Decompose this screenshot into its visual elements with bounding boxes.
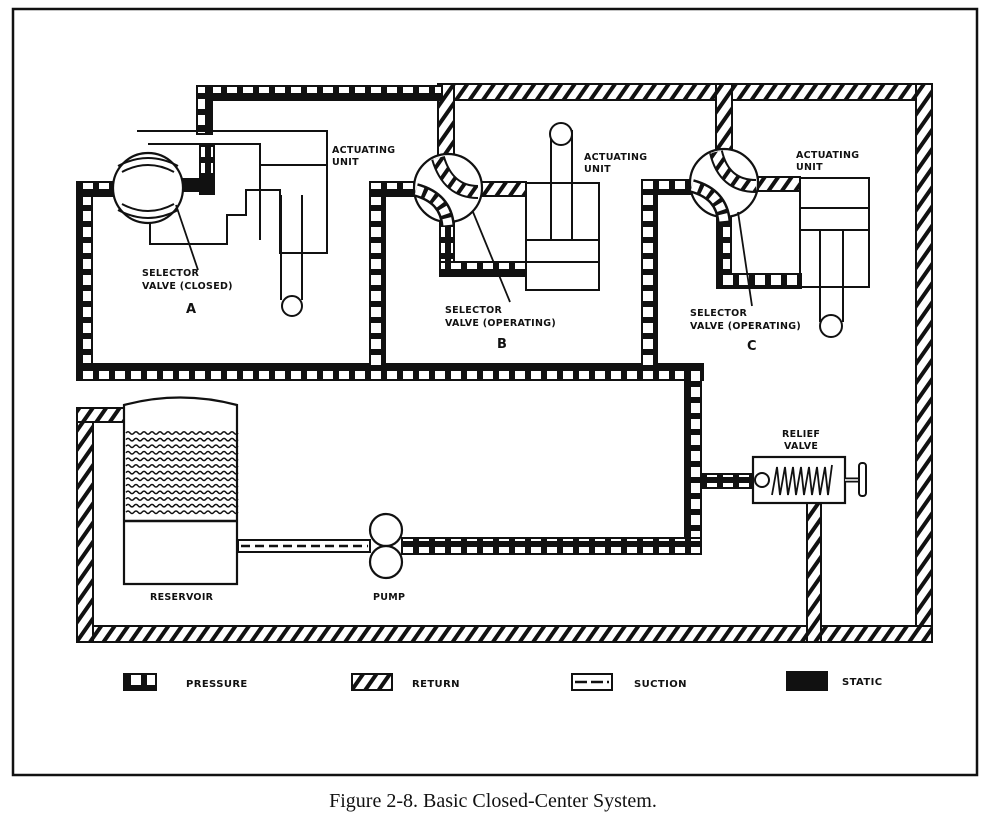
actuating-unit-c-label-2: UNIT — [796, 162, 823, 173]
selector-valve-a-label-1: SELECTOR — [142, 268, 200, 279]
actuating-unit-c-label-1: ACTUATING — [796, 150, 859, 161]
pressure-line-b-actuator-bottom — [439, 261, 527, 277]
actuating-unit-c-rod — [819, 230, 844, 322]
actuating-unit-b-body — [525, 182, 600, 291]
pressure-line-b-riser — [369, 181, 386, 381]
suction-line — [237, 539, 371, 553]
legend-label-pressure: PRESSURE — [186, 679, 248, 690]
pressure-line-a-inlet — [76, 181, 116, 197]
pump-label: PUMP — [373, 592, 405, 603]
pressure-line-pump-riser — [684, 363, 702, 555]
actuating-unit-b-rod — [550, 130, 573, 240]
relief-valve[interactable]: RELIEF VALVE — [751, 429, 867, 505]
pump[interactable]: PUMP — [368, 512, 405, 603]
fluid-wave-line — [125, 450, 239, 455]
pressure-line-main — [76, 363, 704, 381]
relief-valve-label-2: VALVE — [784, 441, 818, 452]
pressure-line-b-inlet — [369, 181, 417, 197]
pressure-line-a-drop — [196, 85, 213, 135]
return-line-left — [76, 407, 94, 643]
fluid-wave-line — [125, 444, 239, 449]
actuating-unit-c-body — [799, 177, 870, 288]
relief-valve-spring — [771, 464, 833, 496]
legend-item-static: STATIC — [786, 671, 883, 691]
unit-c: ACTUATING UNIT SELECTOR VALVE (OPERATING… — [688, 147, 870, 354]
return-line-reservoir-inlet — [76, 407, 128, 423]
unit-c-letter: C — [747, 339, 757, 354]
selector-valve-a-label-2: VALVE (CLOSED) — [142, 281, 233, 292]
relief-valve-ball — [754, 472, 770, 488]
legend-item-return: RETURN — [351, 673, 460, 691]
selector-valve-a[interactable] — [111, 151, 185, 225]
actuating-unit-a-piston — [281, 295, 303, 317]
fluid-wave-line — [125, 510, 239, 515]
fluid-wave-line — [125, 464, 239, 468]
unit-a: ACTUATING UNIT SELECTOR VALVE (CLOSED) A — [111, 130, 395, 317]
return-line-c-actuator — [757, 176, 801, 192]
legend-item-suction: SUCTION — [571, 673, 687, 691]
return-line-b-actuator — [479, 181, 527, 197]
reservoir-tank — [122, 396, 239, 586]
actuating-unit-a-body — [137, 130, 328, 254]
return-line-top — [437, 83, 933, 101]
fluid-wave-line — [125, 503, 239, 508]
legend-label-suction: SUCTION — [634, 679, 687, 690]
pump-gear-upper — [368, 512, 404, 548]
actuating-unit-b-label-1: ACTUATING — [584, 152, 647, 163]
pump-gear-lower — [368, 544, 404, 580]
unit-b-letter: B — [497, 337, 507, 352]
legend: PRESSURE RETURN SUCTION STATIC — [123, 671, 883, 691]
fluid-wave-line — [125, 483, 239, 488]
actuating-unit-a-rod — [280, 195, 303, 300]
legend-label-return: RETURN — [412, 679, 460, 690]
return-line-bottom — [76, 625, 933, 643]
return-line-relief-drain — [806, 502, 822, 643]
actuating-unit-b-piston — [549, 122, 573, 146]
reservoir-fluid-waves — [125, 431, 239, 515]
pressure-line-left — [76, 181, 93, 381]
fluid-wave-line — [125, 490, 239, 495]
relief-valve-label-1: RELIEF — [782, 429, 820, 440]
reservoir-label: RESERVOIR — [150, 592, 214, 603]
fluid-wave-line — [125, 470, 239, 475]
unit-a-letter: A — [186, 302, 196, 317]
pressure-line-relief — [700, 473, 758, 489]
pressure-line-pump-outlet — [401, 537, 702, 555]
legend-swatch-return — [351, 673, 393, 691]
selector-valve-b-label-2: VALVE (OPERATING) — [445, 318, 556, 329]
fluid-wave-line — [125, 477, 239, 482]
reservoir[interactable]: RESERVOIR — [122, 396, 239, 604]
fluid-wave-line — [125, 497, 239, 501]
figure-caption: Figure 2-8. Basic Closed-Center System. — [329, 790, 657, 812]
pressure-line-c-riser — [641, 179, 658, 381]
pressure-line-top — [196, 85, 443, 101]
fluid-wave-line — [125, 431, 239, 435]
selector-valve-b-label-1: SELECTOR — [445, 305, 503, 316]
pressure-line-c-actuator-bottom — [716, 273, 802, 289]
actuating-unit-b-label-2: UNIT — [584, 164, 611, 175]
fluid-wave-line — [125, 457, 239, 462]
fluid-wave-line — [125, 437, 239, 442]
legend-item-pressure: PRESSURE — [123, 673, 248, 691]
static-line-a-stub — [180, 178, 214, 192]
unit-b: ACTUATING UNIT SELECTOR VALVE (OPERATING… — [412, 122, 647, 352]
selector-valve-c-label-1: SELECTOR — [690, 308, 748, 319]
legend-swatch-pressure — [123, 673, 157, 691]
pressure-lines — [76, 85, 802, 555]
legend-swatch-static — [786, 671, 828, 691]
relief-valve-adjuster-handle[interactable] — [858, 462, 867, 497]
figure-frame — [11, 7, 979, 777]
return-line-right — [915, 83, 933, 643]
actuating-unit-a-label-2: UNIT — [332, 157, 359, 168]
pressure-line-c-inlet — [641, 179, 695, 195]
selector-valve-c-label-2: VALVE (OPERATING) — [690, 321, 801, 332]
actuating-unit-c-piston — [819, 314, 843, 338]
actuating-unit-a-label-1: ACTUATING — [332, 145, 395, 156]
legend-label-static: STATIC — [842, 677, 883, 688]
